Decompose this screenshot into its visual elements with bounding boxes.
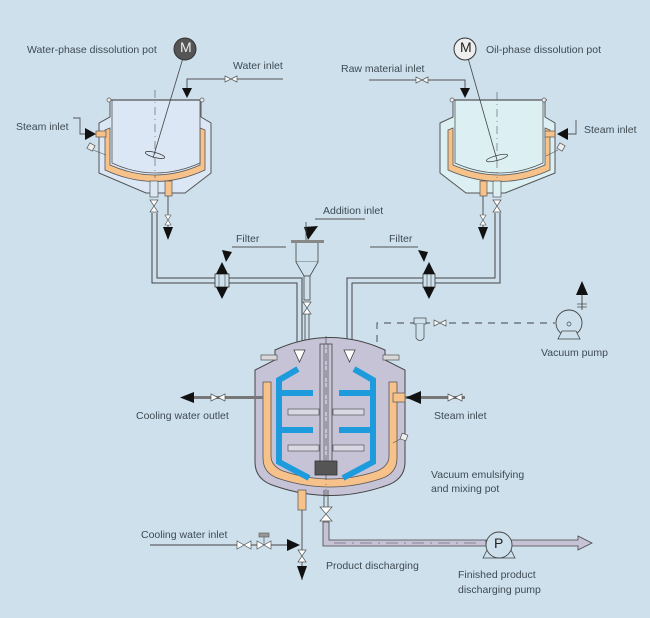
label-vacuum-pump: Vacuum pump [541,347,608,359]
label-pump-line2: discharging pump [458,584,541,596]
cooling-water-outlet-line [180,392,263,403]
label-filter-left: Filter [236,233,260,245]
label-main-vessel-line2: and mixing pot [431,483,500,495]
label-cooling-water-outlet: Cooling water outlet [136,410,229,422]
label-cooling-water-inlet: Cooling water inlet [141,529,228,541]
label-filter-right: Filter [389,233,413,245]
motor-left-symbol: M [180,39,192,55]
cooling-water-inlet-line [150,510,307,580]
label-addition-inlet: Addition inlet [323,205,384,217]
water-phase-pot [86,57,212,198]
water-inlet-line [182,75,283,98]
addition-inlet-hopper [291,218,365,340]
main-vessel [254,336,409,511]
label-pump-line1: Finished product [458,569,536,581]
discharge-pump [482,531,516,559]
label-oil-phase-pot: Oil-phase dissolution pot [486,44,601,56]
label-raw-material-inlet: Raw material inlet [341,63,425,75]
steam-inlet-right-line [557,120,577,140]
product-discharge-line [319,490,593,551]
label-water-inlet: Water inlet [233,60,283,72]
label-steam-inlet-main: Steam inlet [434,410,487,422]
label-water-phase-pot: Water-phase dissolution pot [27,44,157,56]
label-steam-inlet-right: Steam inlet [584,124,637,136]
pump-symbol: P [494,535,504,551]
label-product-discharging: Product discharging [326,560,419,572]
motor-left [173,37,197,61]
filter-right [370,246,436,299]
label-steam-inlet-left: Steam inlet [16,121,69,133]
filter-left [214,246,286,299]
steam-inlet-main-line [392,391,465,404]
label-main-vessel-line1: Vacuum emulsifying [431,469,525,481]
motor-right-symbol: M [460,39,472,55]
oil-pot-discharge-pipe [346,196,502,350]
vacuum-pump [555,281,588,340]
raw-material-inlet-line [369,76,470,98]
oil-phase-pot [439,57,566,198]
motor-right [453,37,477,61]
vacuum-line [376,317,555,342]
steam-inlet-left-line [73,117,96,140]
